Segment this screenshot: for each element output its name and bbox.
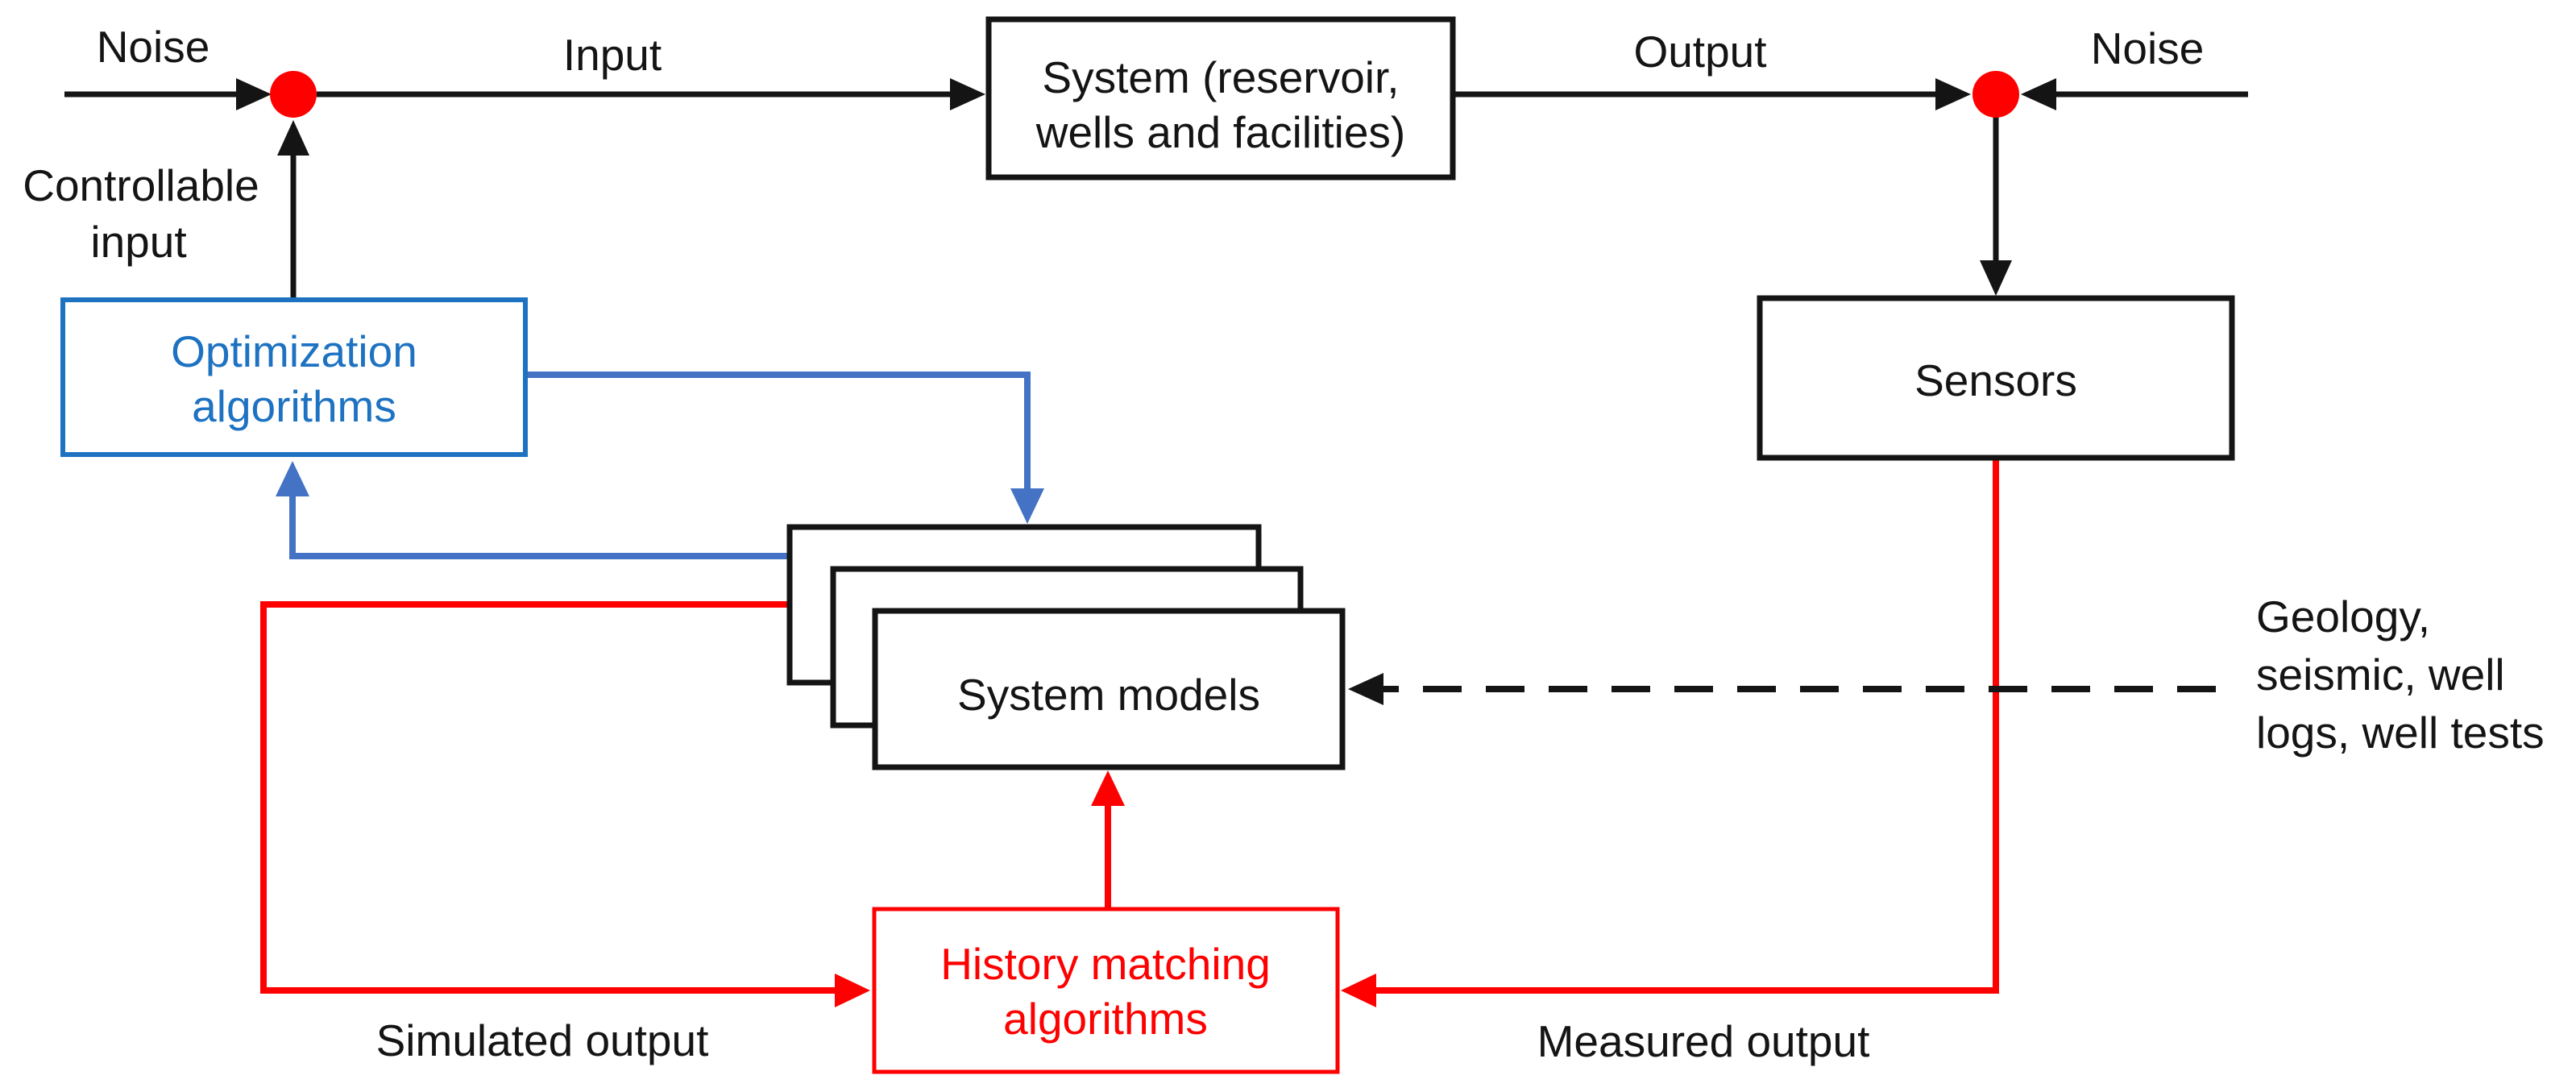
arrowhead-left-icon [1348, 673, 1383, 705]
history-matching-label-line1: History matching [940, 939, 1271, 989]
arrowhead-left-icon [1341, 974, 1376, 1007]
geology-label-line2: seismic, well [2256, 650, 2505, 700]
geology-annotation: Geology, seismic, well logs, well tests [2256, 592, 2545, 758]
history-matching-loop-connectors [260, 458, 1999, 1007]
noise-label-right: Noise [2091, 23, 2205, 73]
noise-label-left: Noise [97, 22, 210, 72]
optimization-box-label-line2: algorithms [192, 381, 396, 431]
measured-output-line [1374, 458, 1999, 994]
prior-data-connector [1348, 673, 2216, 705]
measured-output-label: Measured output [1537, 1016, 1870, 1066]
history-matching-label-line2: algorithms [1003, 994, 1208, 1044]
system-models-box-front [872, 608, 1346, 770]
summing-junction-left [270, 71, 317, 118]
system-box-frame [985, 16, 1456, 181]
controllable-input-label-line2: input [90, 217, 186, 267]
optimization-box-label-line1: Optimization [171, 326, 417, 376]
controllable-input-label-line1: Controllable [23, 160, 259, 210]
arrowhead-up-icon [276, 461, 309, 496]
arrowhead-right-icon [950, 78, 985, 110]
sensors-box-frame [1757, 295, 2235, 461]
simulated-output-line [260, 601, 838, 994]
system-box-label-line2: wells and facilities) [1035, 107, 1406, 157]
summing-junction-right [1972, 71, 2019, 118]
arrowhead-up-icon [277, 120, 309, 156]
sensors-box-label: Sensors [1914, 355, 2077, 405]
models-to-optimization-line [289, 495, 790, 559]
optimization-to-models-line [524, 372, 1031, 490]
geology-label-line3: logs, well tests [2256, 708, 2545, 758]
arrowhead-down-icon [1010, 488, 1044, 524]
top-signal-path [64, 71, 2248, 298]
optimization-box: Optimization algorithms [60, 297, 528, 457]
geology-label-line1: Geology, [2256, 592, 2430, 641]
simulated-output-label: Simulated output [376, 1015, 709, 1065]
arrowhead-left-icon [2021, 78, 2056, 110]
arrowhead-up-icon [1091, 770, 1125, 806]
input-label: Input [563, 30, 662, 80]
history-matching-box: History matching algorithms [872, 907, 1340, 1074]
optimization-box-frame [60, 297, 528, 457]
signal-labels: Noise Input Output Noise Controllable in… [23, 22, 2204, 1066]
arrowhead-down-icon [1980, 260, 2012, 296]
system-models-stack: System models [786, 524, 1346, 770]
arrowhead-right-icon [1935, 78, 1971, 110]
history-matching-box-frame [872, 907, 1340, 1074]
system-models-label: System models [957, 670, 1260, 720]
sensors-box: Sensors [1757, 295, 2235, 461]
system-box: System (reservoir, wells and facilities) [985, 16, 1456, 181]
arrowhead-right-icon [835, 974, 870, 1007]
output-label: Output [1633, 27, 1766, 77]
optimization-loop-connectors [276, 372, 1044, 559]
system-box-label-line1: System (reservoir, [1042, 52, 1399, 102]
arrowhead-right-icon [236, 78, 272, 110]
